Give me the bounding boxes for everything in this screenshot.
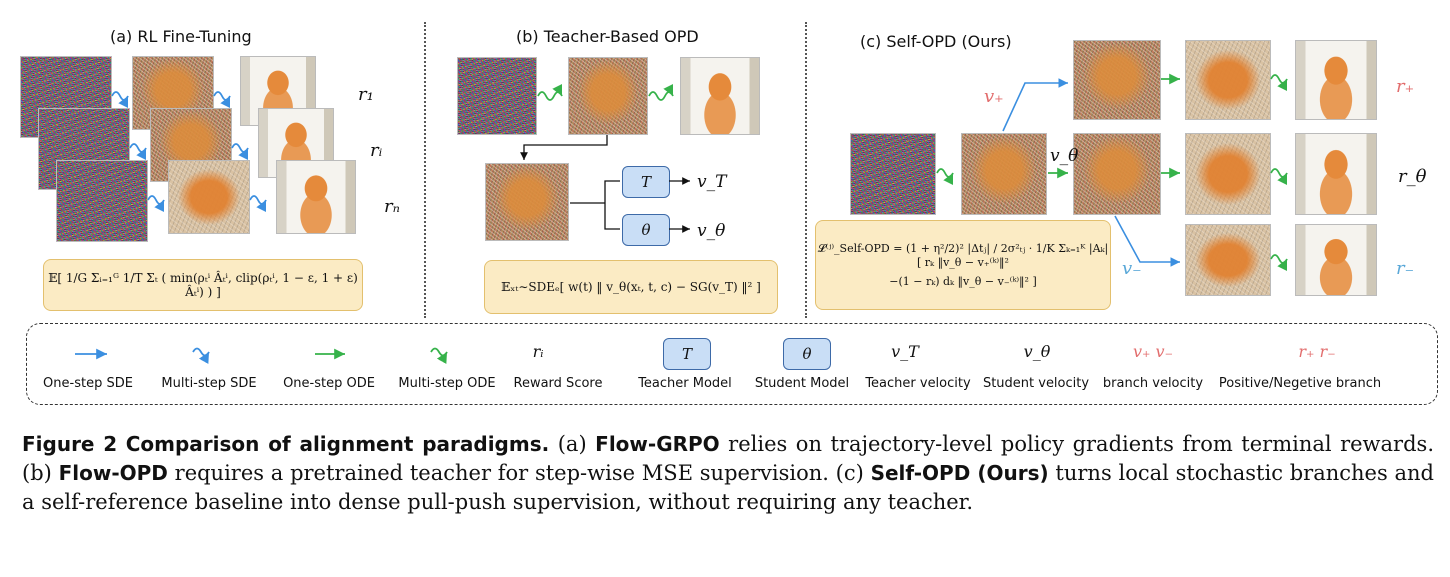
multi-step-ode-arrow (936, 168, 954, 186)
opd-objective-formula: 𝔼ₓₜ∼SDEₑ[ w(t) ‖ v_θ(xₜ, t, c) − SG(v_T)… (484, 260, 778, 314)
multi-step-ode-arrow (1270, 168, 1288, 186)
rl-objective-formula: 𝔼[ 1/G Σᵢ₌₁ᴳ 1/T Σₜ ( min(ρₜⁱ Âₜⁱ, clip(… (43, 259, 363, 311)
noisy-kitten-image (1185, 40, 1271, 120)
legend-symbols (75, 347, 448, 365)
legend-label: Multi-step SDE (161, 376, 257, 391)
multi-step-ode-arrow (1270, 74, 1288, 92)
panel-c-title: (c) Self-OPD (Ours) (860, 32, 1012, 51)
multi-step-ode-arrow (648, 83, 674, 101)
reward-minus: r₋ (1396, 258, 1415, 279)
kitten-image (1295, 133, 1377, 215)
branch-velocity-minus: v₋ (1122, 258, 1142, 279)
caption-text: relies on trajectory-level policy gradie… (22, 432, 1434, 485)
noise-image (457, 57, 537, 135)
kitten-image (1295, 40, 1377, 120)
student-model-box: θ (622, 214, 670, 246)
kitten-image (1295, 224, 1377, 296)
multi-step-sde-arrow (147, 195, 165, 213)
legend-label: Reward Score (513, 376, 603, 391)
reward-r1: r₁ (358, 84, 374, 105)
multi-step-sde-arrow (231, 143, 249, 161)
divider-ab (424, 22, 426, 318)
noisy-kitten-image (961, 133, 1047, 215)
self-opd-loss-line1: 𝓛⁽ʲ⁾_Self-OPD = (1 + η²/2)² |Δtⱼ| / 2σ²ₜ… (817, 242, 1109, 269)
multi-step-sde-legend-icon (192, 347, 210, 365)
figure-label: Figure 2 (22, 432, 118, 456)
legend-label: Multi-step ODE (398, 376, 496, 391)
legend-label: One-step ODE (283, 376, 375, 391)
figure-caption: Figure 2 Comparison of alignment paradig… (22, 430, 1434, 517)
branch-velocity-plus: v₊ (984, 86, 1004, 107)
multi-step-sde-arrow (213, 91, 231, 109)
multi-step-sde-arrow (111, 91, 129, 109)
noisy-kitten-image (1185, 224, 1271, 296)
legend-label: Student Model (754, 376, 850, 391)
legend-label: Teacher velocity (865, 376, 971, 391)
branch-connector (570, 180, 620, 230)
noise-image (850, 133, 936, 215)
caption-bold: Self-OPD (Ours) (870, 461, 1049, 485)
figure-title: Comparison of alignment paradigms. (125, 432, 550, 456)
panel-a-title: (a) RL Fine-Tuning (110, 27, 252, 46)
legend-label: Positive/Negetive branch (1218, 376, 1382, 391)
reward-theta: r_θ (1398, 166, 1427, 187)
reward-rn: rₙ (384, 196, 400, 217)
branch-reward-symbol: r₊ r₋ (1298, 342, 1336, 361)
kitten-image (680, 57, 760, 135)
reward-score-symbol: rᵢ (532, 342, 544, 361)
noisy-kitten-image (1185, 133, 1271, 215)
noisy-kitten-image (568, 57, 648, 135)
caption-text: requires a pretrained teacher for step-w… (167, 461, 871, 485)
noisy-kitten-image (1073, 133, 1161, 215)
one-step-sde-arrow (1002, 78, 1068, 132)
student-velocity-symbol: v_θ (1023, 342, 1051, 361)
teacher-velocity-symbol: v_T (891, 342, 919, 361)
legend-label: Student velocity (982, 376, 1090, 391)
multi-step-sde-arrow (129, 143, 147, 161)
legend-label: branch velocity (1102, 376, 1204, 391)
caption-bold: Flow-OPD (58, 461, 168, 485)
noisy-kitten-image (168, 160, 250, 234)
one-step-sde-arrow (1114, 215, 1180, 267)
caption-text: turns local stochastic branches and a se… (22, 461, 1434, 514)
teacher-model-box: T (622, 166, 670, 198)
self-opd-loss-line2: −(1 − rₖ) dₖ ‖v_θ − v₋⁽ᵏ⁾‖² ] (889, 275, 1037, 288)
arrow-overlay (111, 73, 1288, 272)
self-opd-loss-formula: 𝓛⁽ʲ⁾_Self-OPD = (1 + η²/2)² |Δtⱼ| / 2σ²ₜ… (815, 220, 1111, 310)
caption-text: (a) (549, 432, 596, 456)
legend-box: rᵢ T θ v_T v_θ v₊ v₋ r₊ r₋ One-step SDE … (26, 323, 1438, 405)
noise-image (56, 160, 148, 242)
multi-step-ode-arrow (537, 83, 563, 101)
divider-bc (805, 22, 807, 318)
teacher-model-legend-box: T (663, 338, 711, 370)
multi-step-ode-legend-icon (430, 347, 448, 365)
legend-label: One-step SDE (43, 376, 133, 391)
legend-label: Teacher Model (638, 376, 732, 391)
multi-step-sde-arrow (249, 195, 267, 213)
branch-connector (520, 135, 608, 160)
panel-b-title: (b) Teacher-Based OPD (516, 27, 699, 46)
teacher-velocity: v_T (697, 172, 727, 192)
reward-ri: rᵢ (370, 140, 383, 161)
noisy-kitten-image (1073, 40, 1161, 120)
student-model-legend-box: θ (783, 338, 831, 370)
noisy-kitten-image (485, 163, 569, 241)
student-velocity-c: v_θ (1050, 146, 1079, 166)
multi-step-ode-arrow (1270, 254, 1288, 272)
student-velocity: v_θ (697, 221, 726, 241)
branch-velocity-symbol: v₊ v₋ (1132, 342, 1174, 361)
caption-bold: Flow-GRPO (595, 432, 720, 456)
reward-plus: r₊ (1396, 76, 1415, 97)
kitten-image (276, 160, 356, 234)
